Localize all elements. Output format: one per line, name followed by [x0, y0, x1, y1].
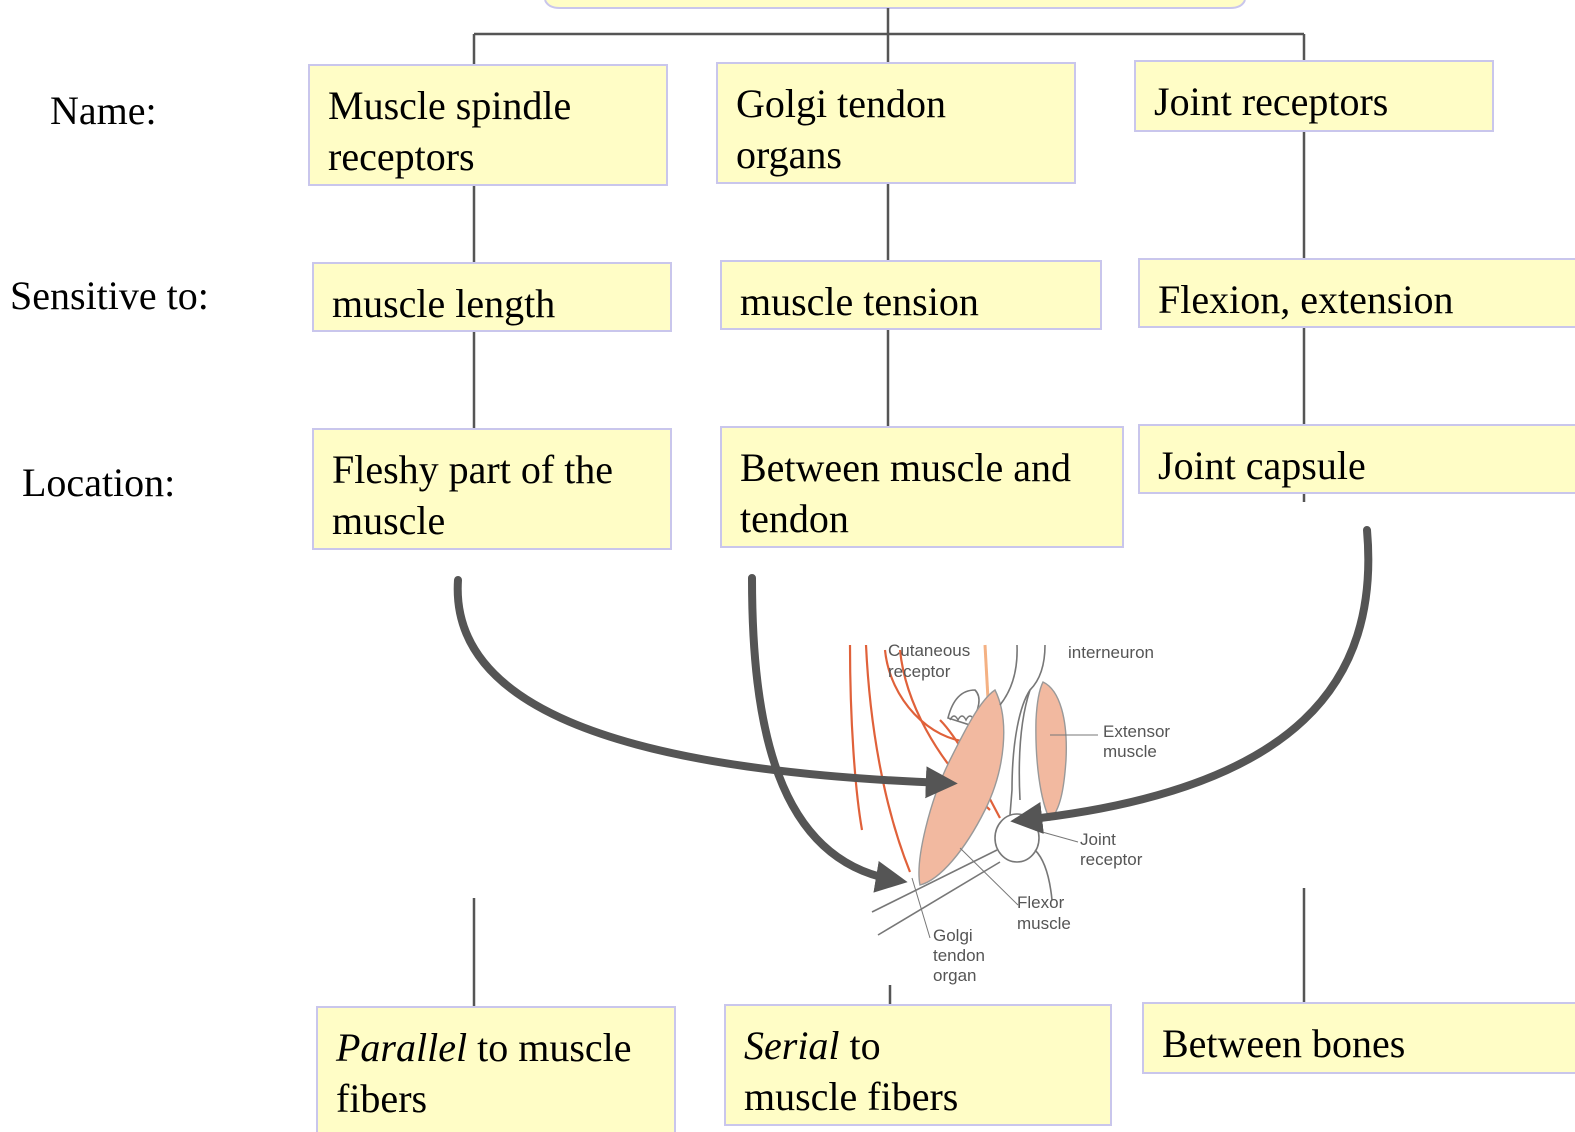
sensitive-text: muscle length [332, 278, 652, 329]
location-line: Fleshy part of the [332, 444, 652, 495]
location-line: Between muscle and [740, 442, 1104, 493]
arrangement-text: to muscle [467, 1025, 631, 1070]
row-label-location: Location: [22, 459, 175, 507]
name-box-joint-receptors: Joint receptors [1134, 60, 1494, 132]
arm-illustration: Cutaneous receptor interneuron Extensor … [850, 641, 1170, 985]
arrangement-line: fibers [336, 1073, 656, 1124]
label-cutaneous-1: Cutaneous [888, 641, 970, 660]
arrangement-emphasis: Parallel [336, 1025, 467, 1070]
flexor-muscle-shape [919, 690, 1004, 885]
arrow-joint [1023, 530, 1368, 820]
location-box-between-muscle-tendon: Between muscle and tendon [720, 426, 1124, 548]
name-line: Joint receptors [1154, 76, 1474, 127]
name-line: organs [736, 129, 1056, 180]
arrangement-box-serial: Serial to muscle fibers [724, 1004, 1112, 1126]
location-box-fleshy: Fleshy part of the muscle [312, 428, 672, 550]
label-joint-2: receptor [1080, 850, 1143, 869]
label-golgi-3: organ [933, 966, 976, 985]
location-line: muscle [332, 495, 652, 546]
sensitive-box-muscle-tension: muscle tension [720, 260, 1102, 330]
label-extensor-1: Extensor [1103, 722, 1170, 741]
name-box-golgi-tendon: Golgi tendon organs [716, 62, 1076, 184]
extensor-muscle-shape [1036, 682, 1066, 820]
arrangement-box-between-bones: Between bones [1142, 1002, 1575, 1074]
arrangement-line: muscle fibers [744, 1071, 1092, 1122]
label-interneuron: interneuron [1068, 643, 1154, 662]
name-line: receptors [328, 131, 648, 182]
sensitive-text: Flexion, extension [1158, 274, 1557, 325]
name-box-muscle-spindle: Muscle spindle receptors [308, 64, 668, 186]
label-flexor-1: Flexor [1017, 893, 1065, 912]
name-line: Golgi tendon [736, 78, 1056, 129]
location-line: Joint capsule [1158, 440, 1557, 491]
sensitive-box-muscle-length: muscle length [312, 262, 672, 332]
sensitive-text: muscle tension [740, 276, 1082, 327]
label-cutaneous-2: receptor [888, 662, 951, 681]
label-flexor-2: muscle [1017, 914, 1071, 933]
arrangement-box-parallel: Parallel to muscle fibers [316, 1006, 676, 1132]
sensitive-box-flexion-extension: Flexion, extension [1138, 258, 1575, 328]
name-line: Muscle spindle [328, 80, 648, 131]
arrangement-emphasis: Serial [744, 1023, 840, 1068]
row-label-name: Name: [50, 87, 157, 135]
location-box-joint-capsule: Joint capsule [1138, 424, 1575, 494]
arrangement-line: Between bones [1162, 1018, 1557, 1069]
root-box-edge [545, 0, 1245, 8]
arrow-spindle [458, 580, 945, 783]
arrangement-text: to [840, 1023, 881, 1068]
label-extensor-2: muscle [1103, 742, 1157, 761]
location-line: tendon [740, 493, 1104, 544]
label-joint-1: Joint [1080, 830, 1116, 849]
label-golgi-1: Golgi [933, 926, 973, 945]
label-golgi-2: tendon [933, 946, 985, 965]
row-label-sensitive: Sensitive to: [10, 272, 209, 320]
